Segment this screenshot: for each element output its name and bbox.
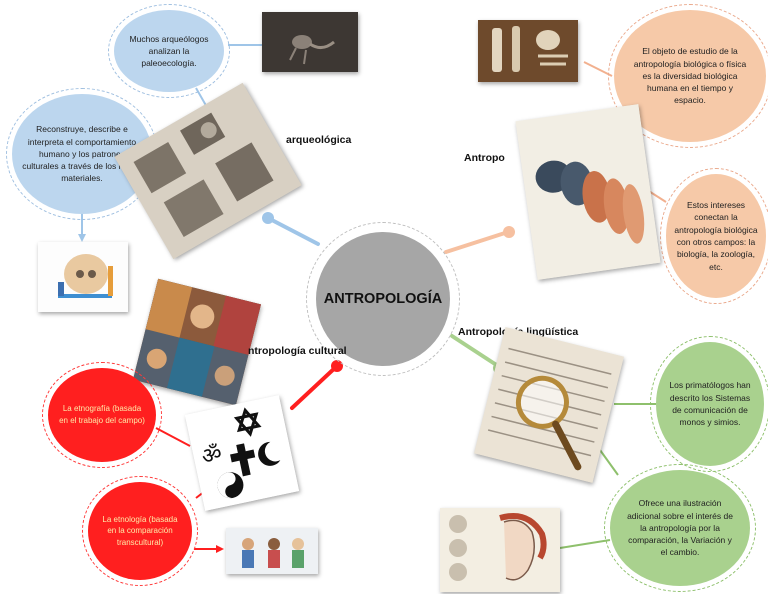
skull-illustration-image (38, 242, 128, 312)
svg-text:ॐ: ॐ (200, 441, 225, 470)
transcultural-illustration-image (226, 528, 318, 574)
human-evolution-image (515, 104, 661, 280)
bubble-ilustracion: Ofrece una ilustración adicional sobre e… (604, 464, 756, 592)
bubble-primatologos: Los primatólogos han descrito los Sistem… (650, 336, 768, 472)
center-title: ANTROPOLOGÍA (323, 291, 443, 307)
branch-label-cultural: ntropología cultural (248, 345, 347, 357)
cultural-collage-image (132, 278, 262, 406)
bubble-etnografia: La etnografía (basada en el trabajo del … (42, 362, 162, 468)
center-node: ANTROPOLOGÍA (306, 222, 460, 376)
bubble-paleoecologia: Muchos arqueólogos analizan la paleoecol… (108, 4, 230, 98)
ancient-relief-image (114, 82, 302, 260)
branch-label-arqueologica: arqueológica (286, 134, 352, 146)
communication-sketch-image (440, 508, 560, 592)
religious-symbols-image: ॐ (184, 395, 300, 511)
bubble-etnologia: La etnología (basada en la comparación t… (82, 476, 198, 586)
bubble-reconstruye: Reconstruye, describe e interpreta el co… (6, 88, 158, 220)
skeleton-fossil-image (262, 12, 358, 72)
magnifying-glass-dictionary-image (474, 327, 624, 483)
skeleton-bones-image (478, 20, 578, 82)
branch-label-biologica-left: Antropo (464, 152, 505, 164)
bubble-intereses: Estos intereses conectan la antropología… (660, 168, 768, 304)
